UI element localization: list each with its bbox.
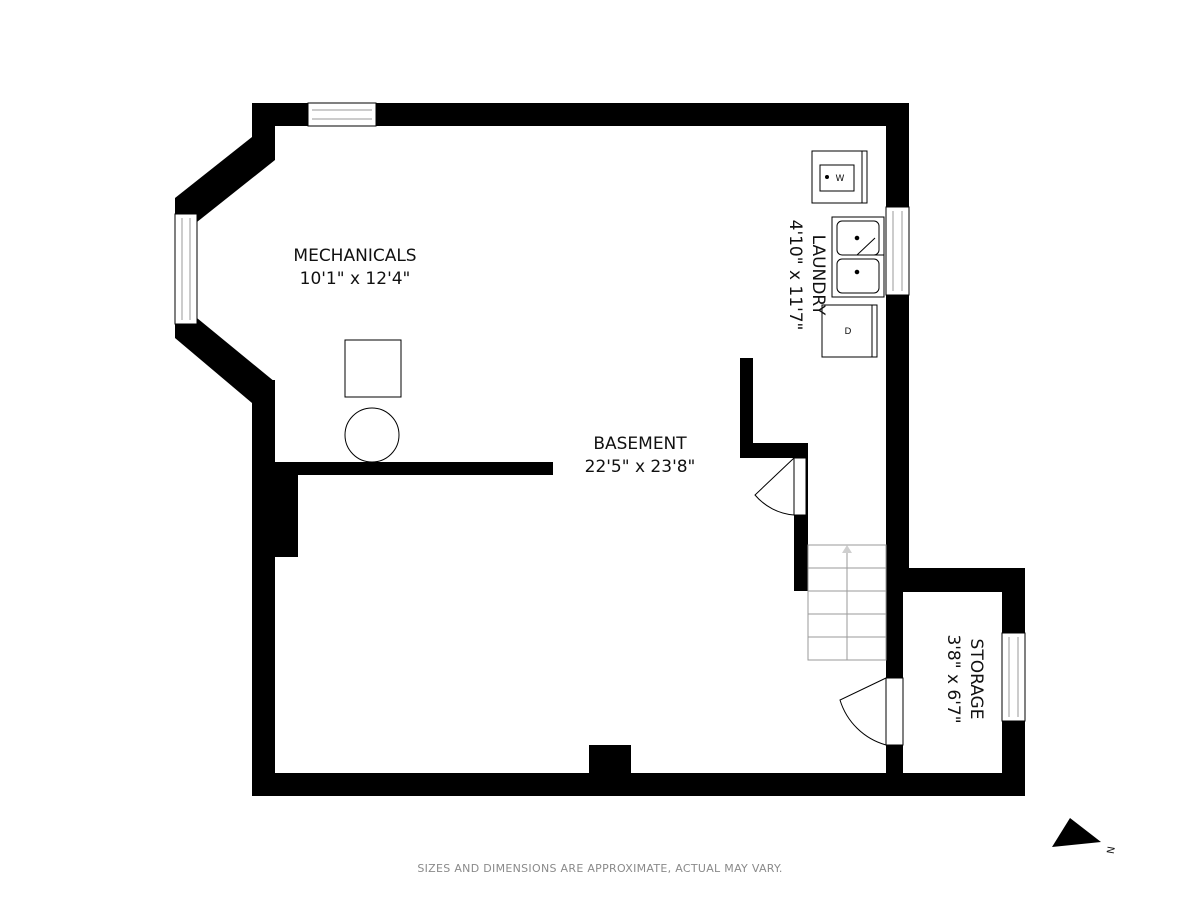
door-stair bbox=[754, 457, 807, 516]
water-heater bbox=[344, 407, 400, 463]
wall-right-upper bbox=[886, 103, 909, 580]
laundry-appliances: W D bbox=[811, 150, 885, 358]
disclaimer: SIZES AND DIMENSIONS ARE APPROXIMATE, AC… bbox=[417, 862, 782, 875]
north-arrow-label: N bbox=[1103, 845, 1115, 854]
wall-column-bottom bbox=[589, 745, 631, 775]
laundry-name: LAUNDRY bbox=[808, 235, 828, 316]
stair-arrow-head bbox=[842, 545, 852, 553]
laundry-size: 4'10" x 11'7" bbox=[785, 220, 805, 331]
walls bbox=[175, 103, 1025, 796]
wall-storage-top bbox=[886, 568, 1025, 592]
storage-size: 3'8" x 6'7" bbox=[943, 634, 963, 723]
wall-stair-lower bbox=[794, 515, 808, 591]
wall-laundry-horizontal bbox=[740, 443, 808, 458]
wall-mechanicals-partition bbox=[275, 462, 553, 475]
mechanical-fixtures bbox=[344, 339, 402, 463]
dryer-label: D bbox=[845, 327, 852, 337]
furnace bbox=[344, 339, 402, 398]
door-storage bbox=[839, 677, 904, 746]
wall-bay-lower bbox=[175, 318, 275, 403]
basement-name: BASEMENT bbox=[593, 434, 687, 454]
window-bay bbox=[174, 213, 198, 325]
wall-bottom bbox=[252, 773, 1025, 796]
stairs bbox=[807, 544, 887, 661]
washer bbox=[811, 150, 868, 204]
mechanicals-size: 10'1" x 12'4" bbox=[300, 269, 411, 289]
washer-label: W bbox=[836, 174, 845, 184]
storage-name: STORAGE bbox=[966, 639, 986, 720]
north-arrow-icon bbox=[1052, 818, 1101, 847]
basement-size: 22'5" x 23'8" bbox=[585, 457, 696, 477]
doors bbox=[754, 457, 904, 746]
wall-left-lower bbox=[252, 380, 275, 796]
laundry-sink bbox=[831, 216, 885, 298]
window-storage bbox=[1001, 632, 1026, 722]
wall-column-left bbox=[275, 475, 298, 557]
window-laundry bbox=[885, 206, 910, 296]
window-top bbox=[307, 102, 377, 127]
wall-top bbox=[252, 103, 909, 126]
north-arrow: N bbox=[1052, 818, 1116, 855]
wall-laundry-vertical bbox=[740, 358, 753, 458]
dryer bbox=[821, 304, 878, 358]
wall-bay-upper bbox=[175, 137, 275, 222]
room-labels: MECHANICALS 10'1" x 12'4" BASEMENT 22'5"… bbox=[293, 220, 986, 724]
windows bbox=[174, 102, 1026, 722]
mechanicals-name: MECHANICALS bbox=[293, 246, 416, 266]
